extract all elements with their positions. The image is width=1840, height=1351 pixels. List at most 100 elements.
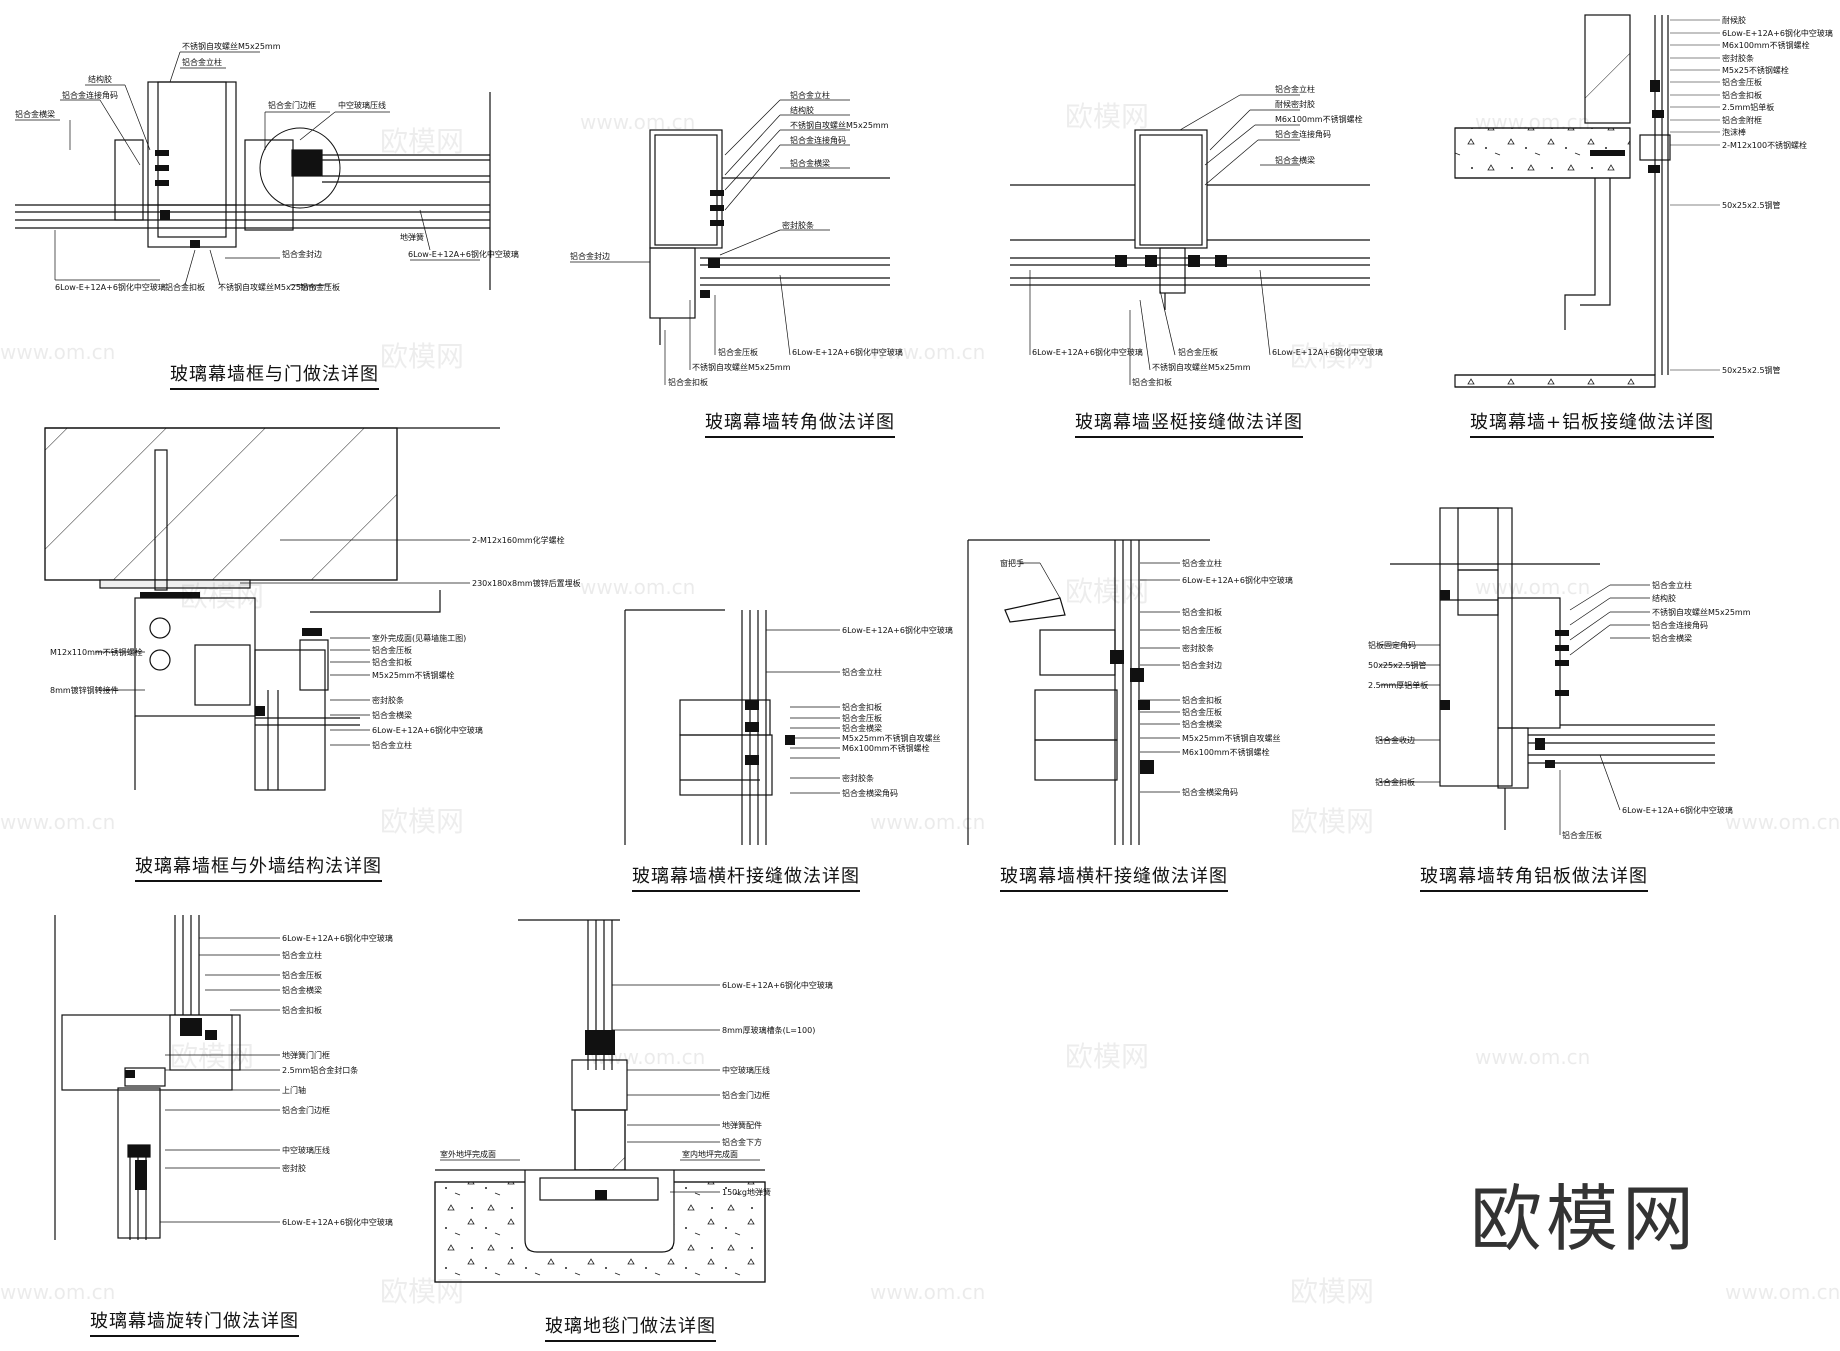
d8-label: 铝合金连接角码	[1652, 620, 1708, 630]
d10-label: 铝合金门边框	[722, 1090, 770, 1100]
d9-label: 铝合金扣板	[282, 1005, 322, 1015]
d3-label: 6Low-E+12A+6钢化中空玻璃	[1032, 347, 1143, 357]
d7-label: 密封胶条	[1182, 643, 1214, 653]
d1-label: 铝合金立柱	[182, 57, 222, 67]
d1-label: 6Low-E+12A+6钢化中空玻璃	[55, 282, 166, 292]
watermark-url: www.om.cn	[1725, 1280, 1840, 1304]
d5-label: 铝合金横梁	[372, 710, 412, 720]
d2-label: 铝合金扣板	[668, 377, 708, 387]
d10-label: 铝合金下方	[722, 1137, 762, 1147]
d10-label: 室内地坪完成面	[682, 1149, 738, 1159]
watermark-logo: 欧模网	[380, 125, 465, 158]
d2-label: 6Low-E+12A+6钢化中空玻璃	[792, 347, 903, 357]
watermark-url: www.om.cn	[0, 810, 116, 834]
d10-label: 8mm厚玻璃槽条(L=100)	[722, 1025, 815, 1035]
d2-label: 铝合金横梁	[790, 158, 830, 168]
watermark-url: www.om.cn	[590, 1045, 706, 1069]
d1-label: 地弹簧	[400, 232, 424, 242]
d7-label: 铝合金扣板	[1182, 607, 1222, 617]
d2-label: 密封胶条	[782, 220, 814, 230]
d4-label: M6x100mm不锈钢螺栓	[1722, 40, 1810, 50]
d4-label: 铝合金附框	[1722, 115, 1762, 125]
d5-label: 铝合金压板	[372, 645, 412, 655]
watermark-url: www.om.cn	[580, 110, 696, 134]
d7-label: 窗把手	[1000, 558, 1024, 568]
watermark-url: www.om.cn	[0, 340, 116, 364]
d5-label: 铝合金扣板	[372, 657, 412, 667]
watermark-url: www.om.cn	[1725, 810, 1840, 834]
caption-transom-joint-2: 玻璃幕墙横杆接缝做法详图	[1000, 862, 1228, 892]
d9-label: 铝合金压板	[282, 970, 322, 980]
detail-mullion-joint: 铝合金立柱 耐候密封胶 M6x100mm不锈钢螺栓 铝合金连接角码 铝合金横梁 …	[1010, 84, 1383, 387]
d10-label: 室外地坪完成面	[440, 1149, 496, 1159]
d8-label: 50x25x2.5钢管	[1368, 660, 1427, 670]
d9-label: 2.5mm铝合金封口条	[282, 1065, 358, 1075]
d3-label: 铝合金横梁	[1275, 155, 1315, 165]
d7-label: 铝合金压板	[1182, 625, 1222, 635]
caption-corner: 玻璃幕墙转角做法详图	[705, 408, 895, 438]
d9-label: 6Low-E+12A+6钢化中空玻璃	[282, 1217, 393, 1227]
d8-label: 结构胶	[1652, 593, 1676, 603]
d8-label: 铝板固定角码	[1368, 640, 1416, 650]
d3-label: 铝合金压板	[1178, 347, 1218, 357]
d2-label: 铝合金立柱	[790, 90, 830, 100]
d1-label: 铝合金连接角码	[62, 90, 118, 100]
brand-logo-text: 欧模网	[1470, 1177, 1699, 1261]
d1-label: 6Low-E+12A+6钢化中空玻璃	[408, 249, 519, 259]
d8-label: 铝合金收边	[1375, 735, 1415, 745]
d6-label: 6Low-E+12A+6钢化中空玻璃	[842, 625, 953, 635]
d5-label: M5x25mm不锈钢螺栓	[372, 670, 455, 680]
d3-label: 铝合金连接角码	[1275, 129, 1331, 139]
detail-corner-aluminum-panel: 铝合金立柱 结构胶 不锈钢自攻螺丝M5x25mm 铝合金连接角码 铝合金横梁 铝…	[1368, 507, 1751, 840]
d4-label: M5x25不锈钢螺栓	[1722, 65, 1789, 75]
d9-label: 6Low-E+12A+6钢化中空玻璃	[282, 933, 393, 943]
watermark-logo: 欧模网	[380, 340, 465, 373]
d1-label: 铝合金横梁	[15, 109, 55, 119]
detail-corner: 铝合金立柱 结构胶 不锈钢自攻螺丝M5x25mm 铝合金连接角码 铝合金横梁 密…	[570, 90, 903, 387]
d4-label: 50x25x2.5钢管	[1722, 365, 1781, 375]
d6-label: M5x25mm不锈钢自攻螺丝	[842, 733, 941, 743]
d3-label: 耐候密封胶	[1275, 99, 1315, 109]
caption-corner-aluminum-panel: 玻璃幕墙转角铝板做法详图	[1420, 862, 1648, 892]
d2-label: 不锈钢自攻螺丝M5x25mm	[790, 120, 889, 130]
d8-label: 铝合金横梁	[1652, 633, 1692, 643]
d8-label: 6Low-E+12A+6钢化中空玻璃	[1622, 805, 1733, 815]
watermark-url: www.om.cn	[870, 1280, 986, 1304]
d2-label: 铝合金连接角码	[790, 135, 846, 145]
d7-label: 铝合金横梁	[1182, 719, 1222, 729]
d9-label: 上门轴	[282, 1085, 306, 1095]
watermark-logo: 欧模网	[1065, 575, 1150, 608]
detail-frame-and-exterior-wall: 2-M12x160mm化学螺栓 230x180x8mm镀锌后置埋板 室外完成面(…	[44, 427, 581, 791]
caption-transom-joint-1: 玻璃幕墙横杆接缝做法详图	[632, 862, 860, 892]
d1-label: 铝合金门边框	[268, 100, 316, 110]
d1-label: 铝合金扣板	[165, 282, 205, 292]
d6-label: M6x100mm不锈钢螺栓	[842, 743, 930, 753]
d4-label: 50x25x2.5钢管	[1722, 200, 1781, 210]
d1-label: 不锈钢自攻螺丝M5x25mm	[182, 41, 281, 51]
d4-label: 密封胶条	[1722, 53, 1754, 63]
d7-label: M6x100mm不锈钢螺栓	[1182, 747, 1270, 757]
d4-label: 6Low-E+12A+6钢化中空玻璃	[1722, 28, 1833, 38]
d1-label: 铝合金压板	[300, 282, 340, 292]
watermark-url: www.om.cn	[580, 575, 696, 599]
d8-label: 铝合金立柱	[1652, 580, 1692, 590]
d7-label: 铝合金扣板	[1182, 695, 1222, 705]
d6-label: 密封胶条	[842, 773, 874, 783]
watermark-logo: 欧模网	[1065, 100, 1150, 133]
d1-label: 结构胶	[88, 74, 112, 84]
d9-label: 铝合金横梁	[282, 985, 322, 995]
watermark-logo: 欧模网	[170, 1040, 255, 1073]
watermark-logo: 欧模网	[180, 580, 265, 613]
d5-label: 6Low-E+12A+6钢化中空玻璃	[372, 725, 483, 735]
d3-label: 铝合金立柱	[1275, 84, 1315, 94]
d5-label: 230x180x8mm镀锌后置埋板	[472, 578, 581, 588]
detail-transom-joint-2: 窗把手 铝合金立柱 6Low-E+12A+6钢化中空玻璃 铝合金扣板 铝合金压板…	[967, 539, 1293, 845]
d5-label: 室外完成面(见幕墙施工图)	[372, 633, 466, 643]
d7-label: 铝合金封边	[1182, 660, 1222, 670]
detail-curtain-wall-aluminum-panel: 耐候胶 6Low-E+12A+6钢化中空玻璃 M6x100mm不锈钢螺栓 密封胶…	[1454, 14, 1833, 388]
d9-label: 中空玻璃压线	[282, 1145, 330, 1155]
watermark-logo: 欧模网	[1065, 1040, 1150, 1073]
detail-floor-spring-door: 6Low-E+12A+6钢化中空玻璃 8mm厚玻璃槽条(L=100) 中空玻璃压…	[434, 919, 833, 1283]
d5-label: M12x110mm不锈钢螺栓	[50, 647, 143, 657]
caption-frame-and-door: 玻璃幕墙框与门做法详图	[170, 360, 379, 390]
